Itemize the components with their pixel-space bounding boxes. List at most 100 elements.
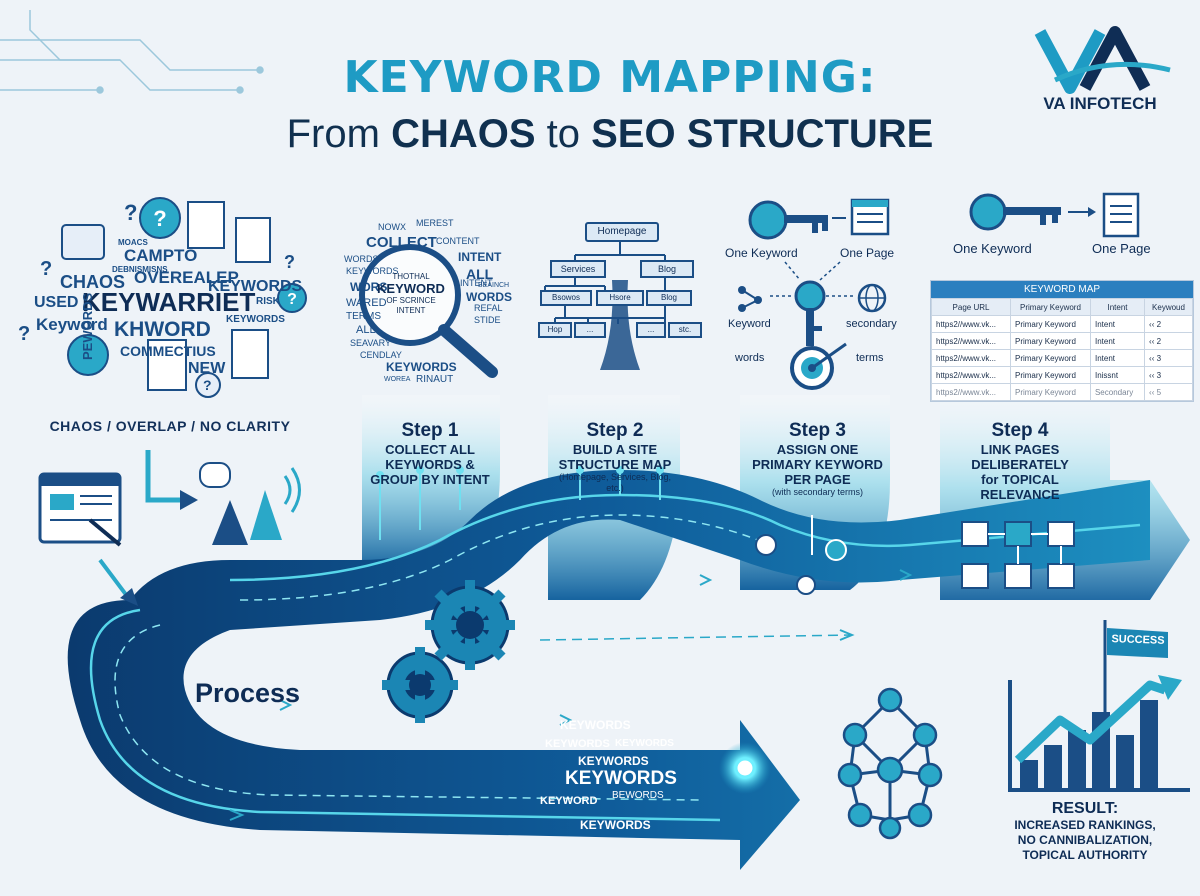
cloud-word: ALL — [466, 266, 494, 282]
table-cell: Inissnt — [1089, 366, 1146, 384]
stream-keyword: KEYWORDS — [560, 718, 631, 732]
tree-node: ... — [636, 322, 666, 338]
svg-text:?: ? — [40, 258, 52, 280]
svg-text:?: ? — [284, 252, 295, 272]
cloud-word: WORS — [350, 280, 388, 294]
step1-line: GROUP BY INTENT — [370, 472, 490, 487]
table-cell: Intent — [1089, 315, 1146, 333]
step3-label-keyword: Keyword — [728, 318, 771, 330]
magnifier-lens-text: THOTHAL KEYWORD OF SCRINCE INTENT — [376, 272, 446, 316]
cloud-word: KEYWORDS — [386, 360, 457, 374]
step3-label-terms: terms — [856, 352, 884, 364]
tree-node: Blog — [646, 290, 692, 306]
table-cell: https2//www.vk... — [931, 383, 1011, 401]
success-flag-text: SUCCESS — [1111, 633, 1165, 647]
svg-text:?: ? — [287, 291, 297, 308]
table-cell: https2//www.vk... — [931, 366, 1011, 384]
page-icon-step3 — [850, 198, 890, 236]
cloud-word: WORDS — [466, 290, 512, 304]
cloud-word: CONTENT — [436, 236, 480, 246]
lens-line: KEYWORD — [377, 281, 445, 296]
keyword-map-table: KEYWORD MAP Page URL Primary Keyword Int… — [930, 280, 1194, 402]
browser-page-icon — [38, 472, 122, 547]
result-text: RESULT: INCREASED RANKINGS, NO CANNIBALI… — [985, 800, 1185, 863]
table-cell: ‹‹ 5 — [1144, 383, 1193, 401]
step4-line: LINK PAGES — [980, 442, 1060, 457]
tree-node: Services — [550, 260, 606, 278]
table-cell: Primary Keyword — [1009, 383, 1091, 401]
lens-line: INTENT — [396, 306, 426, 315]
flow-chevrons — [229, 569, 913, 821]
column-header: Page URL — [931, 298, 1011, 316]
table-cell: ‹‹ 2 — [1144, 332, 1193, 350]
lens-line: OF SCRINCE — [386, 296, 436, 305]
step3-label-words: words — [735, 352, 765, 364]
lens-line: THOTHAL — [392, 272, 430, 281]
title-line2: From CHAOS to SEO STRUCTURE — [200, 112, 1020, 157]
result-line: INCREASED RANKINGS, — [1014, 818, 1156, 832]
key-icon-step4 — [969, 193, 1061, 231]
table-cell: https2//www.vk... — [931, 332, 1011, 350]
cloud-word: WARED — [346, 297, 387, 309]
left-flow-arrows — [145, 450, 185, 503]
chaos-word: KEYWARRIET — [82, 287, 256, 317]
column-header: Intent — [1089, 298, 1146, 316]
cloud-word: SEAVARY — [350, 338, 392, 348]
circuit-lines — [0, 10, 264, 94]
chaos-word: Keyword — [36, 315, 108, 334]
step2-heading: Step 2 — [586, 420, 644, 441]
table-cell: Primary Keyword — [1009, 315, 1091, 333]
magnifier-icon — [359, 244, 498, 378]
share-icon — [738, 286, 762, 312]
chaos-word: PEWORDS — [80, 292, 95, 360]
table-cell: ‹‹ 3 — [1144, 349, 1193, 367]
step3-label-secondary: secondary — [846, 318, 897, 330]
step3-line: PRIMARY KEYWORD — [752, 457, 883, 472]
title-line1: KEYWORD MAPPING: — [343, 52, 877, 103]
step3-line: ASSIGN ONE — [776, 442, 859, 457]
process-label: Process — [195, 678, 301, 708]
tree-node: ... — [574, 322, 606, 338]
cloud-word: TERMS — [346, 311, 381, 322]
step2-line: BUILD A SITE — [572, 442, 658, 457]
target-icon — [790, 342, 847, 390]
chaos-word: NEW — [188, 360, 226, 377]
table-cell: https2//www.vk... — [931, 315, 1011, 333]
chaos-word: OVEREALEP — [134, 268, 239, 287]
step1-heading: Step 1 — [401, 420, 459, 441]
result-line: NO CANNIBALIZATION, — [1017, 833, 1153, 847]
step3-bottom-icons — [755, 515, 847, 595]
chaos-word: KEYWORDS — [208, 278, 303, 295]
chaos-label: CHAOS / OVERLAP / NO CLARITY — [49, 418, 291, 434]
cloud-word: CENDLAY — [360, 350, 402, 360]
central-key-icon — [794, 280, 826, 346]
step4-line: RELEVANCE — [980, 487, 1060, 502]
table-header-row: Page URL Primary Keyword Intent Keywoud — [931, 298, 1193, 316]
title-chaos: CHAOS — [391, 112, 536, 156]
cloud-word: REFAL — [474, 303, 503, 313]
column-header: Primary Keyword — [1009, 298, 1091, 316]
step4-heading: Step 4 — [991, 420, 1049, 441]
tree-node: Blog — [640, 260, 694, 278]
stream-keyword: KEYWORDS — [580, 818, 651, 832]
column-header: Keywoud — [1144, 298, 1193, 316]
step2-line: STRUCTURE MAP — [558, 457, 672, 472]
cloud-word: WORDS — [344, 254, 379, 264]
table-cell: https2//www.vk... — [931, 349, 1011, 367]
chaos-word: CHAOS — [60, 272, 126, 292]
chaos-word: MOACS — [118, 238, 148, 247]
step1-text: Step 1 COLLECT ALL KEYWORDS & GROUP BY I… — [355, 420, 505, 487]
svg-text:?: ? — [18, 323, 30, 345]
step4-label-one-keyword: One Keyword — [953, 241, 1032, 256]
cloud-word: NOWX — [378, 222, 406, 232]
cloud-word: STIDE — [474, 315, 501, 325]
step3-heading: Step 3 — [788, 420, 847, 441]
title-to: to — [535, 112, 592, 156]
broadcast-icon — [199, 462, 301, 545]
stream-keyword: KEYWORDS — [578, 754, 649, 768]
table-cell: ‹‹ 3 — [1144, 366, 1193, 384]
